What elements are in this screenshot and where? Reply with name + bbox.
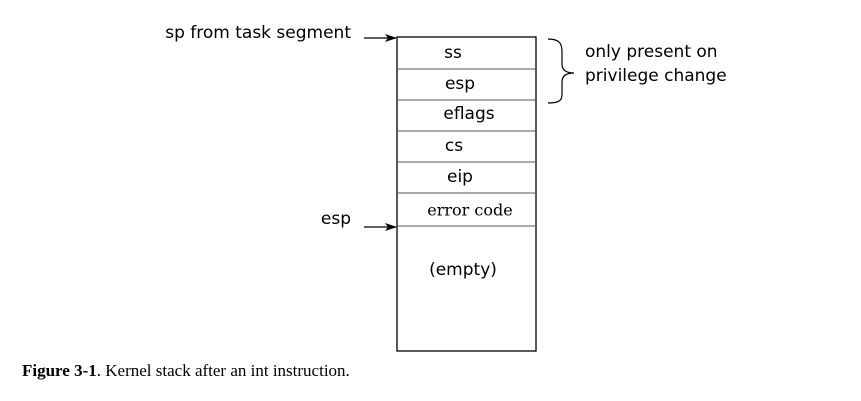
stack-cell-cs: cs xyxy=(445,136,463,156)
figure-caption-text: . Kernel stack after an int instruction. xyxy=(96,361,350,380)
brace-note-line1: only present on xyxy=(585,42,718,62)
stack-dividers xyxy=(397,68,536,227)
stack-cell-esp: esp xyxy=(445,74,475,94)
esp-pointer-label: esp xyxy=(321,209,351,229)
stack-box xyxy=(396,36,537,352)
stack-cell-error-code: error code xyxy=(427,201,512,220)
stack-cell-ss: ss xyxy=(444,43,462,63)
stack-cell-eip: eip xyxy=(447,167,473,187)
stack-cell-eflags: eflags xyxy=(443,104,494,124)
sp-from-task-segment-label: sp from task segment xyxy=(165,23,351,43)
stack-empty-label: (empty) xyxy=(429,260,497,280)
curly-brace xyxy=(547,38,575,104)
figure-caption-label: Figure 3-1 xyxy=(22,361,97,380)
brace-note-line2: privilege change xyxy=(585,66,727,86)
figure-caption: Figure 3-1. Kernel stack after an int in… xyxy=(22,361,350,381)
